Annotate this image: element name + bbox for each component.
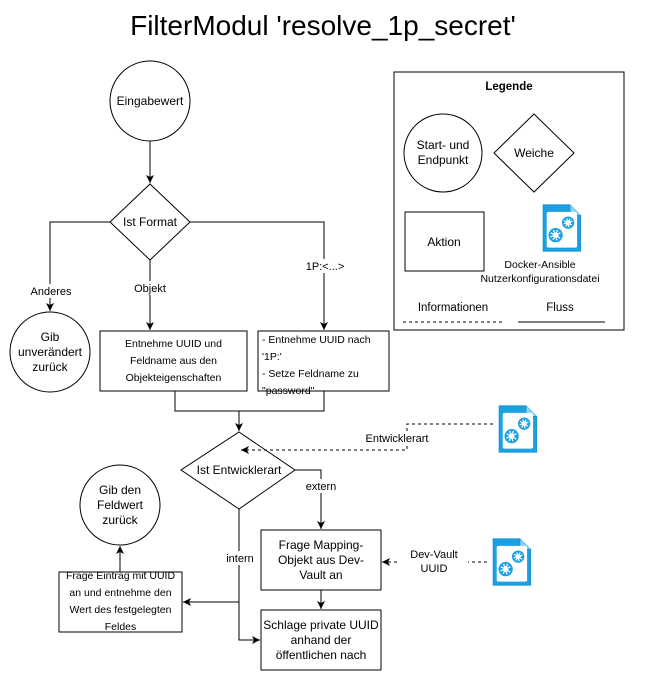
legend-switch-label: Weiche	[514, 146, 554, 160]
label-internal: intern	[226, 553, 254, 565]
diagram-title: FilterModul 'resolve_1p_secret'	[130, 10, 516, 41]
legend-start-end-shape	[403, 113, 483, 193]
config-file-icon-top	[497, 404, 539, 454]
edge-merge-actions	[174, 391, 325, 412]
onep-action-label: - Entnehme UUID nach '1P:' - Setze Feldn…	[259, 332, 388, 397]
edge-format-onep	[190, 221, 328, 330]
legend-frame	[393, 71, 625, 331]
legend-flow-label: Fluss	[546, 302, 574, 314]
query-mapping-box	[260, 529, 382, 591]
label-external: extern	[306, 481, 337, 493]
edge-dev-internal	[238, 509, 260, 644]
dev-decision-label: Ist Entwicklerart	[196, 462, 282, 477]
legend-title: Legende	[485, 81, 532, 93]
label-onep: 1P:<...>	[306, 261, 345, 273]
lookup-uuid-label: Schlage private UUID anhand der öffentli…	[263, 617, 379, 662]
label-object: Objekt	[134, 283, 166, 295]
return-unchanged-label: Gib unverändert zurück	[17, 329, 83, 374]
legend-start-end-label: Start- und Endpunkt	[416, 138, 470, 167]
legend-config-file-icon	[541, 203, 583, 253]
return-field-node	[79, 464, 161, 546]
object-action-box	[99, 330, 248, 392]
label-dev-vault-uuid: Dev-Vault UUID	[400, 547, 468, 577]
lookup-uuid-box	[260, 609, 382, 671]
onep-action-box	[257, 330, 390, 392]
format-decision-label: Ist Format	[122, 214, 177, 229]
edge-format-other	[46, 221, 110, 311]
object-action-label: Entnehme UUID und Feldname aus den Objek…	[125, 337, 222, 384]
label-other: Anderes	[31, 286, 72, 298]
edge-dev-external	[295, 469, 325, 529]
legend-config-file-label: Docker-Ansible Nutzerkonfigurationsdatei	[480, 259, 600, 285]
label-dev-type: Entwicklerart	[366, 433, 429, 445]
query-entry-label: Frage Eintrag mit UUID an und entnehme d…	[65, 570, 176, 633]
legend-action-shape	[404, 211, 485, 272]
return-unchanged-node	[9, 311, 91, 393]
query-entry-box	[58, 571, 183, 633]
onep-action-line2: - Setze Feldname zu "password"	[262, 368, 359, 397]
config-file-icon-bottom	[491, 537, 533, 587]
legend-info-label: Informationen	[418, 302, 488, 314]
onep-action-line1: - Entnehme UUID nach '1P:'	[262, 334, 371, 363]
legend-switch-shape	[493, 113, 575, 193]
return-field-label: Gib den Feldwert zurück	[96, 482, 143, 527]
start-label: Eingabewert	[116, 93, 184, 108]
query-mapping-label: Frage Mapping-Objekt aus Dev-Vault an	[277, 537, 365, 582]
legend-action-label: Aktion	[427, 235, 460, 249]
